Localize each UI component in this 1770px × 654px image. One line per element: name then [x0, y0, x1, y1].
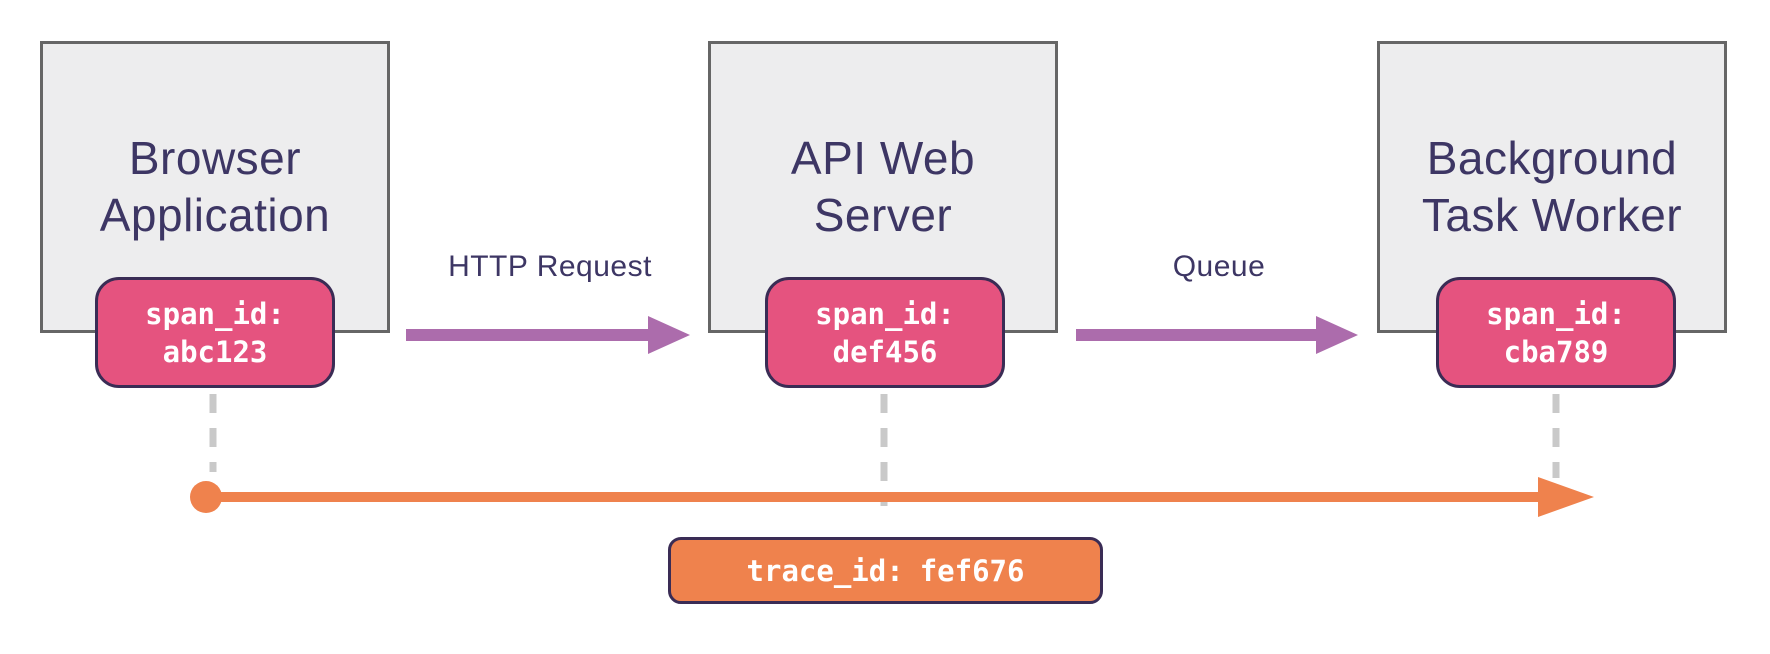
span-id-label: span_id: — [1486, 296, 1626, 331]
http-request-label: HTTP Request — [448, 250, 652, 283]
queue-label: Queue — [1172, 250, 1266, 283]
span-id-badge-api: span_id: def456 — [765, 277, 1005, 388]
node-title: API Web Server — [791, 130, 975, 244]
queue-arrowhead-icon — [1316, 316, 1358, 354]
http-request-arrowhead-icon — [648, 316, 690, 354]
timeline-arrowhead-icon — [1538, 477, 1594, 517]
node-title-line: Task Worker — [1421, 189, 1683, 241]
node-title-line: Browser — [128, 132, 302, 184]
node-title-line: API Web — [790, 132, 976, 184]
node-title: Background Task Worker — [1422, 130, 1682, 244]
span-id-value: def456 — [832, 334, 938, 369]
span-id-badge-browser: span_id: abc123 — [95, 277, 335, 388]
node-title-line: Application — [99, 189, 331, 241]
span-id-label: span_id: — [815, 296, 955, 331]
node-title-line: Background — [1426, 132, 1678, 184]
node-title: Browser Application — [100, 130, 331, 244]
trace-id-badge: trace_id: fef676 — [668, 537, 1103, 604]
span-id-badge-worker: span_id: cba789 — [1436, 277, 1676, 388]
node-title-line: Server — [813, 189, 953, 241]
span-id-label: span_id: — [145, 296, 285, 331]
trace-id-label: trace_id: — [746, 553, 904, 588]
trace-id-value: fef676 — [919, 553, 1025, 588]
span-id-value: cba789 — [1503, 334, 1609, 369]
span-id-value: abc123 — [162, 334, 268, 369]
